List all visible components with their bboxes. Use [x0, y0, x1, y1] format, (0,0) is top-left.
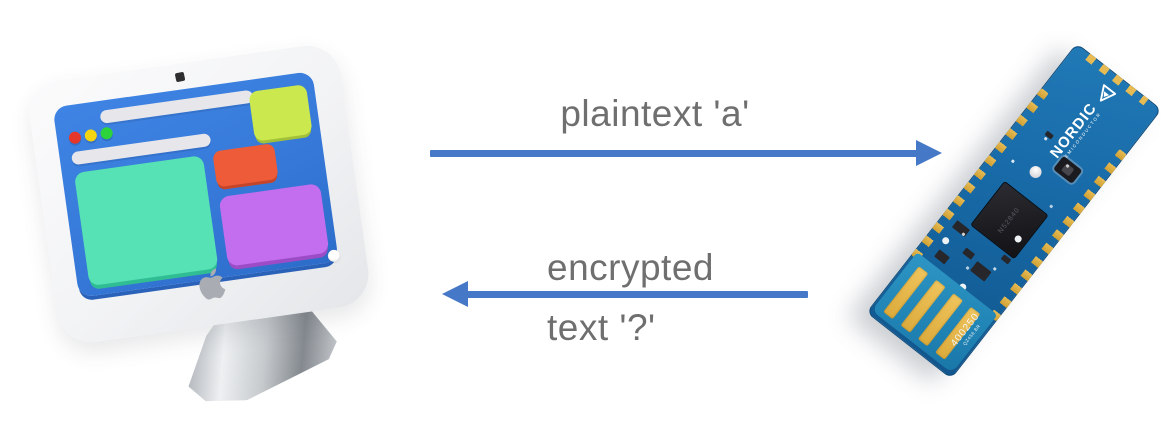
- content-panel-orange: [212, 143, 279, 188]
- mounting-hole: [940, 235, 951, 246]
- silkscreen-specks: [1010, 159, 1015, 164]
- encrypted-label-line1: encrypted: [547, 247, 714, 288]
- traffic-light-red-icon: [68, 130, 82, 145]
- smd-component: [934, 249, 950, 265]
- content-panel-lime: [248, 84, 313, 142]
- arrow-right-head-icon: [916, 140, 942, 166]
- plaintext-label: plaintext 'a': [560, 93, 750, 134]
- nordic-brand-block: NORDIC SEMICONDUCTOR: [1037, 70, 1128, 175]
- smd-ic-component: [970, 261, 992, 282]
- webcam-icon: [174, 71, 186, 83]
- smd-component: [962, 247, 976, 260]
- arrow-left-head-icon: [442, 281, 468, 307]
- nordic-brand-text: NORDIC: [1046, 99, 1101, 162]
- usb-dongle-illustration: NORDIC SEMICONDUCTOR N52840: [866, 30, 1172, 430]
- apple-logo-icon: [199, 268, 226, 300]
- content-panel-teal: [73, 155, 219, 287]
- browser-window: [52, 71, 339, 298]
- dongle-pcb: NORDIC SEMICONDUCTOR N52840: [866, 43, 1162, 379]
- traffic-light-yellow-icon: [84, 128, 98, 143]
- chip-marking-text: N52840: [997, 205, 1022, 235]
- monitor-body: [25, 41, 373, 347]
- smd-component: [951, 220, 971, 238]
- nrf-chip: N52840: [970, 180, 1049, 260]
- encrypted-label-line2: text '?': [547, 307, 656, 348]
- power-indicator-dot: [327, 249, 341, 263]
- led-component: [1027, 163, 1044, 181]
- nordic-logo-icon: [1099, 84, 1116, 102]
- url-bar: [99, 89, 254, 124]
- traffic-light-green-icon: [99, 126, 114, 141]
- computer-illustration: [25, 41, 373, 346]
- content-panel-purple: [218, 183, 330, 267]
